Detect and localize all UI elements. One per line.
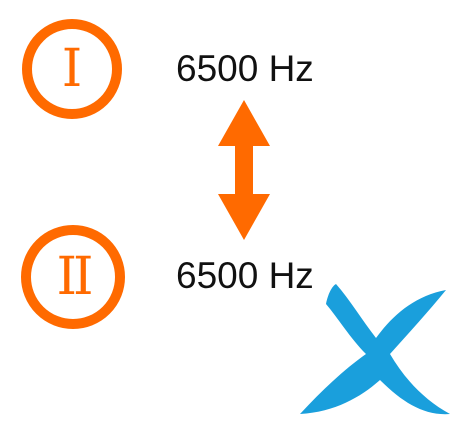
cross-icon xyxy=(300,284,450,415)
frequency-label-1: 6500 Hz xyxy=(176,48,314,89)
badge-numeral-i: I xyxy=(22,19,122,119)
badge-numeral-ii: II xyxy=(21,225,125,329)
frequency-label-2: 6500 Hz xyxy=(176,255,314,296)
double-headed-arrow-icon xyxy=(218,100,270,240)
